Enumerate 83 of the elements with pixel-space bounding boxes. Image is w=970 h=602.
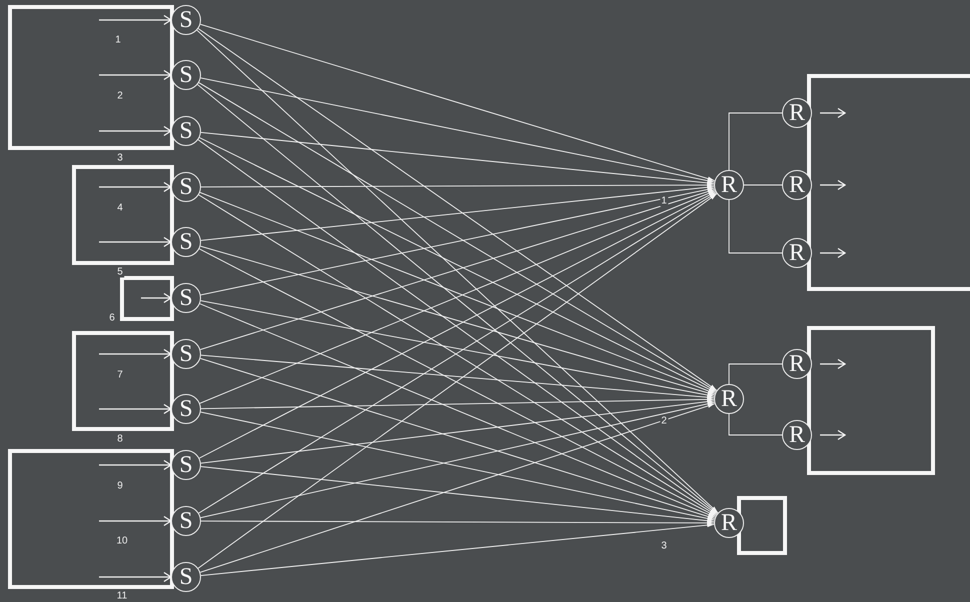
number-label: 1 <box>660 196 668 206</box>
arrow <box>200 185 715 241</box>
arrow <box>820 248 846 258</box>
node-circle: R <box>714 170 744 200</box>
arrow <box>141 292 172 304</box>
arrow <box>200 182 714 188</box>
group-frame <box>737 496 787 555</box>
arrow <box>200 132 715 185</box>
arrow <box>198 248 716 517</box>
node-circle: S <box>171 116 201 146</box>
arrow <box>99 404 172 414</box>
connector-line <box>728 414 782 436</box>
arrow <box>99 236 172 248</box>
group-frame <box>72 165 174 265</box>
arrow <box>198 28 718 391</box>
arrow <box>200 520 714 526</box>
arrow <box>200 189 716 350</box>
node-circle: S <box>171 172 201 202</box>
group-frame <box>72 331 174 431</box>
node-circle: R <box>782 98 812 128</box>
arrow <box>99 460 172 470</box>
number-label: 2 <box>116 90 124 102</box>
arrow <box>99 516 172 526</box>
arrow <box>200 300 715 398</box>
arrow <box>99 348 172 360</box>
arrow <box>99 572 172 582</box>
arrow <box>199 303 716 518</box>
arrow <box>200 466 715 523</box>
number-label: 1 <box>114 34 122 46</box>
number-label: 3 <box>116 152 124 164</box>
group-frame <box>8 5 174 150</box>
connector-line <box>728 364 782 384</box>
number-label: 9 <box>116 480 124 492</box>
node-circle: S <box>171 5 201 35</box>
node-circle: R <box>782 170 812 200</box>
arrow <box>820 358 846 370</box>
node-circle: S <box>171 506 201 536</box>
arrow <box>198 82 717 392</box>
arrow <box>200 187 715 296</box>
node-circle: R <box>782 420 812 450</box>
node-circle: R <box>782 349 812 379</box>
node-circle: S <box>171 339 201 369</box>
number-label: 6 <box>108 312 116 324</box>
group-frame <box>8 449 174 589</box>
number-label: 7 <box>116 370 124 380</box>
arrow <box>99 14 172 26</box>
arrow <box>99 126 172 136</box>
arrow <box>820 108 846 118</box>
number-label: 11 <box>116 590 128 602</box>
arrow <box>198 191 716 459</box>
node-circle: S <box>171 562 201 592</box>
number-label: 2 <box>660 416 668 426</box>
connector-line <box>728 200 782 254</box>
node-circle: R <box>714 508 744 538</box>
number-label: 4 <box>116 202 124 214</box>
group-frame <box>807 326 935 475</box>
arrow <box>200 523 715 576</box>
number-label: 10 <box>115 536 129 546</box>
arrow <box>199 137 716 393</box>
arrow <box>200 403 716 573</box>
arrow <box>200 24 716 182</box>
arrow <box>99 182 172 192</box>
arrow <box>200 354 714 400</box>
arrow <box>99 70 172 80</box>
arrow <box>820 180 846 190</box>
node-circle: S <box>171 450 201 480</box>
node-circle: S <box>171 283 201 313</box>
number-label: 3 <box>660 540 668 552</box>
arrow <box>200 358 716 519</box>
arrow <box>200 246 716 396</box>
arrow <box>200 78 715 183</box>
node-circle: R <box>714 384 744 414</box>
node-circle: S <box>171 394 201 424</box>
arrow <box>200 400 715 464</box>
node-circle: S <box>171 227 201 257</box>
connector-line <box>728 112 782 170</box>
node-circle: R <box>782 238 812 268</box>
number-label: 5 <box>116 266 124 278</box>
number-label: 8 <box>116 434 124 444</box>
arrow <box>200 397 714 410</box>
connector-line <box>744 184 782 186</box>
node-circle: S <box>171 60 201 90</box>
arrow <box>820 430 846 440</box>
